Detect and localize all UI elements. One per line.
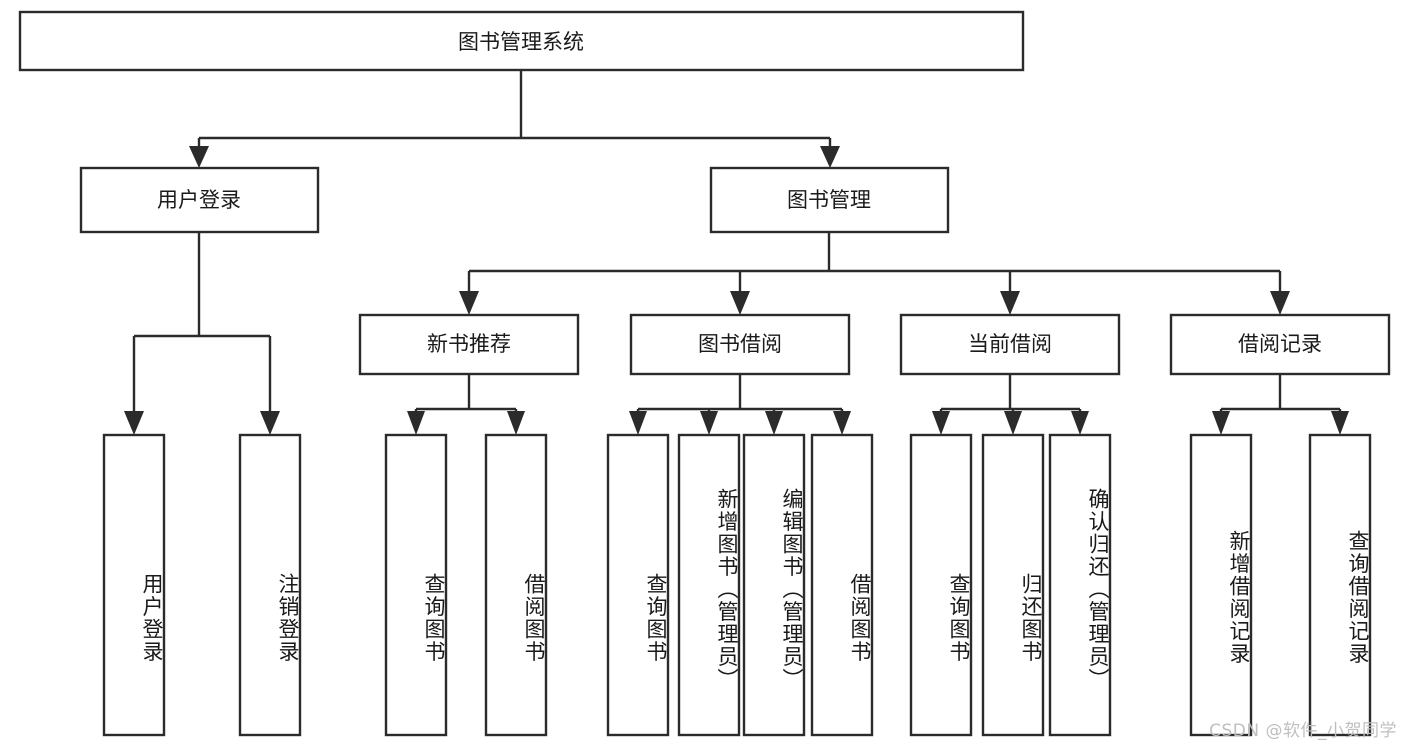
node-book-manage-label: 图书管理 (787, 188, 871, 212)
edge-new-book-rec-to-leaves (407, 374, 525, 435)
edge-root-to-level1 (189, 70, 840, 168)
leaf-box-confirm-return[interactable] (1048, 433, 1112, 737)
arrow-to-book-manage (820, 146, 840, 168)
node-user-login-label: 用户登录 (157, 188, 241, 212)
node-book-borrow-label: 图书借阅 (698, 332, 782, 356)
arrow-to-leaf-query-record (1331, 411, 1349, 435)
leaf-box-query-book-rec[interactable] (384, 433, 448, 737)
node-user-login[interactable]: 用户登录 (79, 166, 320, 234)
arrow-to-leaf-edit-book (765, 411, 783, 435)
leaf-box-add-book[interactable] (677, 433, 741, 737)
leaf-box-add-record[interactable] (1189, 433, 1253, 737)
edge-book-manage-to-level2 (459, 232, 1290, 315)
arrow-to-leaf-query-book-rec (407, 411, 425, 435)
leaf-box-user-login[interactable] (102, 433, 166, 737)
node-book-manage[interactable]: 图书管理 (709, 166, 950, 234)
leaf-box-query-book-borrow[interactable] (606, 433, 670, 737)
arrow-to-current-borrow (1000, 291, 1020, 315)
arrow-to-leaf-borrow-book-rec (507, 411, 525, 435)
arrow-to-borrow-record (1270, 291, 1290, 315)
node-current-borrow[interactable]: 当前借阅 (899, 313, 1121, 376)
edge-user-login-to-leaves (124, 232, 280, 435)
leaf-box-borrow-book-rec[interactable] (484, 433, 548, 737)
arrow-to-new-book-rec (459, 291, 479, 315)
leaf-box-borrow-book[interactable] (810, 433, 874, 737)
node-borrow-record[interactable]: 借阅记录 (1169, 313, 1391, 376)
arrow-to-leaf-confirm-return (1071, 411, 1089, 435)
arrow-to-leaf-query-book-cur (932, 411, 950, 435)
edge-current-borrow-to-leaves (932, 374, 1089, 435)
node-root[interactable]: 图书管理系统 (18, 10, 1025, 72)
leaf-box-group (102, 433, 1372, 737)
leaf-box-return-book[interactable] (981, 433, 1045, 737)
arrow-to-leaf-borrow-book (833, 411, 851, 435)
arrow-to-leaf-logout (260, 411, 280, 435)
arrow-to-leaf-return-book (1004, 411, 1022, 435)
arrow-to-user-login (189, 146, 209, 168)
edge-borrow-record-to-leaves (1212, 374, 1349, 435)
node-book-borrow[interactable]: 图书借阅 (629, 313, 851, 376)
node-root-label: 图书管理系统 (458, 30, 584, 54)
arrow-to-leaf-add-record (1212, 411, 1230, 435)
arrow-to-leaf-user-login (124, 411, 144, 435)
arrow-to-leaf-add-book (700, 411, 718, 435)
leaf-box-edit-book[interactable] (742, 433, 806, 737)
leaf-box-logout[interactable] (238, 433, 302, 737)
node-borrow-record-label: 借阅记录 (1238, 332, 1322, 356)
leaf-box-query-book-cur[interactable] (909, 433, 973, 737)
node-new-book-rec-label: 新书推荐 (427, 332, 511, 356)
csdn-watermark: CSDN @软件_小贺同学 (1209, 721, 1397, 741)
node-new-book-rec[interactable]: 新书推荐 (358, 313, 580, 376)
edge-book-borrow-to-leaves (629, 374, 851, 435)
arrow-to-book-borrow (730, 291, 750, 315)
node-current-borrow-label: 当前借阅 (968, 332, 1052, 356)
arrow-to-leaf-query-book-borrow (629, 411, 647, 435)
leaf-box-query-record[interactable] (1308, 433, 1372, 737)
